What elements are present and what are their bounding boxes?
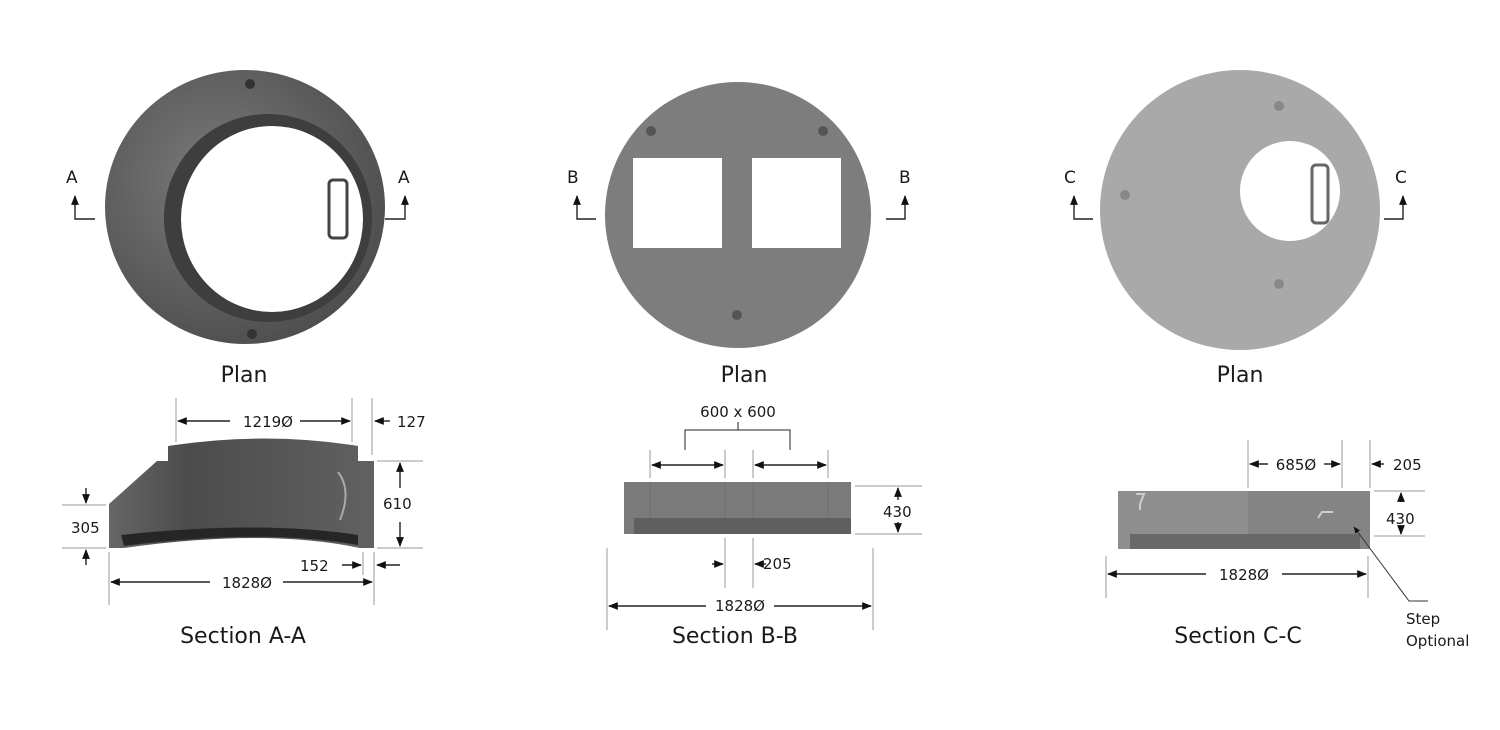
dimension-label: 1828Ø (715, 597, 765, 615)
dimension-label: C (1064, 168, 1076, 188)
lifting-hole-icon (1274, 279, 1284, 289)
dimension-label: 1828Ø (222, 574, 272, 592)
step-note-line2: Optional (1406, 632, 1469, 650)
step-note-line1: Step (1406, 610, 1440, 628)
section-c-c: 685Ø 205 430 1828Ø Step Optional (1105, 440, 1469, 650)
dimension-label: 430 (1386, 510, 1415, 528)
dimension-label: 1828Ø (1219, 566, 1269, 584)
section-marker-a-left: A (66, 168, 95, 220)
dimension-label: C (1395, 168, 1407, 188)
plan-b-label: Plan (721, 363, 768, 388)
dimension-label: 610 (383, 495, 412, 513)
section-a-a: 1219Ø 127 610 305 152 1828Ø (62, 398, 426, 605)
plan-b (605, 82, 871, 348)
plan-c-opening (1240, 141, 1340, 241)
lifting-hole-icon (646, 126, 656, 136)
section-marker-b-left: B (567, 168, 596, 220)
dimension-label: 685Ø (1276, 456, 1317, 474)
dimension-label: 305 (71, 519, 100, 537)
step-leader-line (1353, 526, 1428, 602)
plan-b-slab (605, 82, 871, 348)
section-marker-c-left: C (1064, 168, 1093, 220)
dimension-label: A (66, 168, 78, 188)
dimension-label: A (398, 168, 410, 188)
lifting-hole-icon (818, 126, 828, 136)
plan-a-opening (181, 126, 363, 312)
dimension-label: 600 x 600 (700, 403, 776, 421)
opening-left (633, 158, 722, 248)
lifting-hole-icon (247, 329, 257, 339)
plan-c (1100, 70, 1380, 350)
section-c-title: Section C-C (1174, 624, 1301, 649)
opening-right (752, 158, 841, 248)
dimension-label: 205 (763, 555, 792, 573)
lifting-hole-icon (245, 79, 255, 89)
dimension-label: 152 (300, 557, 329, 575)
plan-a-label: Plan (221, 363, 268, 388)
section-a-body (109, 438, 374, 548)
section-a-title: Section A-A (180, 624, 306, 649)
dimension-label: 205 (1393, 456, 1422, 474)
step-icon (337, 471, 347, 521)
step-icon (1136, 493, 1146, 510)
plan-c-label: Plan (1217, 363, 1264, 388)
step-rung-icon (327, 178, 349, 240)
section-marker-c-right: C (1384, 168, 1407, 220)
dimension-label: B (567, 168, 579, 188)
lifting-hole-icon (1120, 190, 1130, 200)
dimension-label: B (899, 168, 911, 188)
plan-c-slab (1100, 70, 1380, 350)
dimension-label: 430 (883, 503, 912, 521)
step-icon (1317, 511, 1333, 519)
section-marker-a-right: A (385, 168, 410, 220)
step-rung-icon (1310, 163, 1330, 225)
lifting-hole-icon (732, 310, 742, 320)
dimension-label: 127 (397, 413, 426, 431)
lifting-hole-icon (1274, 101, 1284, 111)
section-marker-b-right: B (886, 168, 911, 220)
section-b-b: 600 x 600 430 205 1828Ø (606, 403, 922, 630)
dimension-label: 1219Ø (243, 413, 293, 431)
plan-a (105, 70, 385, 344)
section-b-title: Section B-B (672, 624, 798, 649)
